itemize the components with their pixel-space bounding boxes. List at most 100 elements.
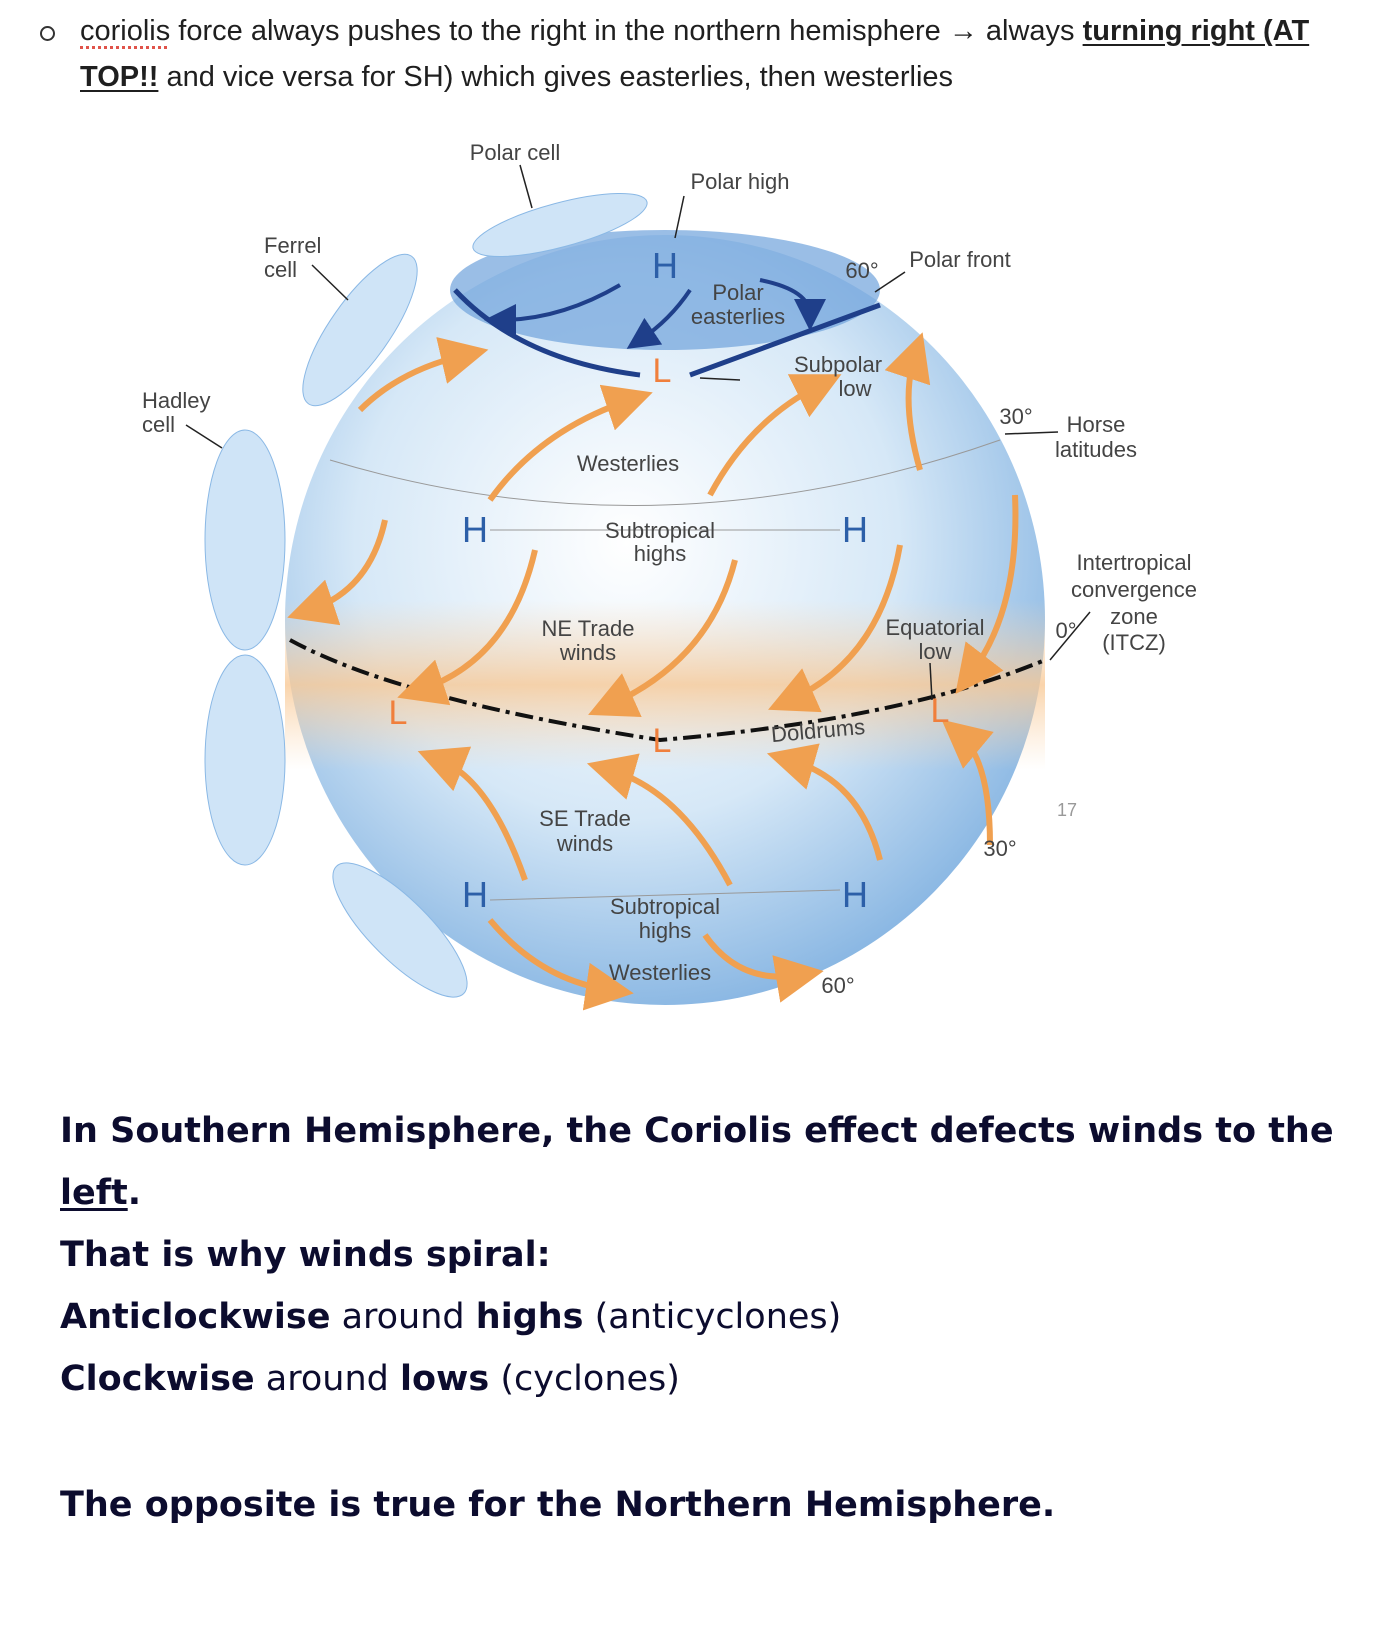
- polar-front-line: [689, 302, 881, 378]
- label-h-right: H: [842, 509, 868, 550]
- nh-statement: The opposite is true for the Northern He…: [60, 1485, 1056, 1525]
- wind-arrow: [588, 559, 738, 718]
- label-30s: 30°: [983, 836, 1016, 861]
- wind-arrow: [941, 719, 994, 846]
- label-highs-south: highs: [639, 918, 692, 943]
- label-itcz-3: zone: [1110, 604, 1158, 629]
- wind-arrow: [287, 519, 388, 626]
- label-ferrel-cell: cell: [264, 257, 297, 282]
- label-hadley: Hadley: [142, 388, 210, 413]
- label-30n: 30°: [999, 404, 1032, 429]
- label-subtropical: Subtropical: [605, 518, 715, 543]
- left-word: left: [60, 1173, 128, 1213]
- note-text: coriolis force always pushes to the righ…: [80, 8, 1340, 100]
- label-polar-easterlies-1: Polar: [712, 280, 763, 305]
- label-h-left: H: [462, 509, 488, 550]
- wind-arrow: [702, 933, 824, 1003]
- lows-word: lows: [399, 1359, 490, 1399]
- clockwise-word: Clockwise: [60, 1359, 255, 1399]
- label-polar-high: Polar high: [690, 169, 789, 194]
- label-l-mid: L: [653, 722, 672, 760]
- label-ferrel: Ferrel: [264, 233, 321, 258]
- label-l-left: L: [389, 694, 408, 732]
- diagram-svg: Polar cell Polar high Ferrel cell H 60° …: [142, 140, 1197, 1011]
- label-westerlies-south: Westerlies: [609, 960, 711, 985]
- latitude-line: [489, 889, 841, 901]
- label-se-winds: winds: [556, 831, 613, 856]
- label-60n: 60°: [845, 258, 878, 283]
- text-segment: around: [254, 1359, 400, 1399]
- slide-text: In Southern Hemisphere, the Coriolis eff…: [60, 1100, 1360, 1536]
- highs-line: Anticlockwise around highs (anticyclones…: [60, 1286, 1360, 1348]
- wind-arrow: [626, 288, 692, 349]
- wind-arrow: [707, 374, 842, 497]
- label-se-trade: SE Trade: [539, 806, 631, 831]
- hadley-cell-shape-north: [204, 429, 286, 651]
- highs-word: highs: [475, 1297, 584, 1337]
- period: .: [127, 1173, 141, 1213]
- label-polar-h: H: [652, 245, 678, 286]
- text-segment: around: [330, 1297, 476, 1337]
- sh-statement-text: In Southern Hemisphere, the Coriolis eff…: [60, 1111, 1334, 1151]
- label-polar-front: Polar front: [909, 247, 1011, 272]
- bullet-icon: [40, 26, 55, 41]
- wind-arrow: [759, 278, 826, 331]
- label-subtropical-south: Subtropical: [610, 894, 720, 919]
- label-westerlies-north: Westerlies: [577, 451, 679, 476]
- leader-lines: [185, 164, 1091, 701]
- anticlockwise-word: Anticlockwise: [60, 1297, 331, 1337]
- label-ne-winds: winds: [559, 640, 616, 665]
- label-l-right: L: [931, 692, 950, 730]
- text-segment: (cyclones): [489, 1359, 680, 1399]
- bullet-note: coriolis force always pushes to the righ…: [40, 8, 1340, 100]
- lows-line: Clockwise around lows (cyclones): [60, 1348, 1360, 1410]
- label-subpolar-l: L: [653, 352, 672, 390]
- label-h-south-left: H: [462, 874, 488, 915]
- wind-arrow: [484, 283, 622, 336]
- wind-arrow: [884, 332, 931, 471]
- misspelled-word[interactable]: coriolis: [80, 15, 171, 47]
- wind-arrows: [287, 332, 1019, 1011]
- label-equatorial-low: low: [918, 639, 951, 664]
- wind-arrow: [397, 549, 538, 706]
- wind-arrow: [487, 918, 634, 1011]
- note-text-segment: and vice versa for SH) which gives easte…: [158, 61, 954, 93]
- label-h-south-right: H: [842, 874, 868, 915]
- wind-arrow: [766, 743, 883, 861]
- note-emphasis: turning right (AT TOP!!: [80, 15, 1310, 93]
- label-itcz-4: (ITCZ): [1102, 630, 1166, 655]
- itcz-line: [289, 638, 1046, 743]
- wind-arrow: [586, 753, 733, 887]
- latitude-30n: [329, 439, 1001, 506]
- label-itcz-1: Intertropical: [1077, 550, 1192, 575]
- label-highs: highs: [634, 541, 687, 566]
- page-number: 17: [1057, 800, 1077, 820]
- wind-arrow: [768, 544, 903, 713]
- label-polar-easterlies-2: easterlies: [691, 304, 785, 329]
- label-ne-trade: NE Trade: [542, 616, 635, 641]
- global-circulation-diagram: Polar cell Polar high Ferrel cell H 60° …: [130, 130, 1230, 1030]
- label-subpolar-low: low: [838, 376, 871, 401]
- label-latitudes: latitudes: [1055, 437, 1137, 462]
- spiral-heading: That is why winds spiral:: [60, 1235, 551, 1275]
- hadley-cell-shape-south: [204, 654, 286, 866]
- polar-easterly-arrows: [484, 278, 826, 349]
- label-subpolar: Subpolar: [794, 352, 882, 377]
- label-hadley-cell: cell: [142, 412, 175, 437]
- wind-arrow: [955, 494, 1019, 695]
- note-text-segment: force always pushes to the right in the …: [170, 15, 1083, 47]
- label-horse: Horse: [1067, 412, 1126, 437]
- wind-arrow: [417, 746, 528, 881]
- wind-arrow: [357, 337, 489, 413]
- label-itcz-2: convergence: [1071, 577, 1197, 602]
- ferrel-cell-shape: [302, 253, 418, 407]
- label-polar-cell: Polar cell: [470, 140, 560, 165]
- polar-cell-shape: [472, 192, 648, 258]
- polar-front-line: [453, 288, 641, 378]
- polar-cap: [450, 230, 880, 350]
- ferrel-cell-shape-south: [332, 862, 468, 998]
- sh-statement: In Southern Hemisphere, the Coriolis eff…: [60, 1100, 1360, 1224]
- wind-arrow: [487, 384, 653, 502]
- label-0deg: 0°: [1055, 618, 1076, 643]
- label-60s: 60°: [821, 973, 854, 998]
